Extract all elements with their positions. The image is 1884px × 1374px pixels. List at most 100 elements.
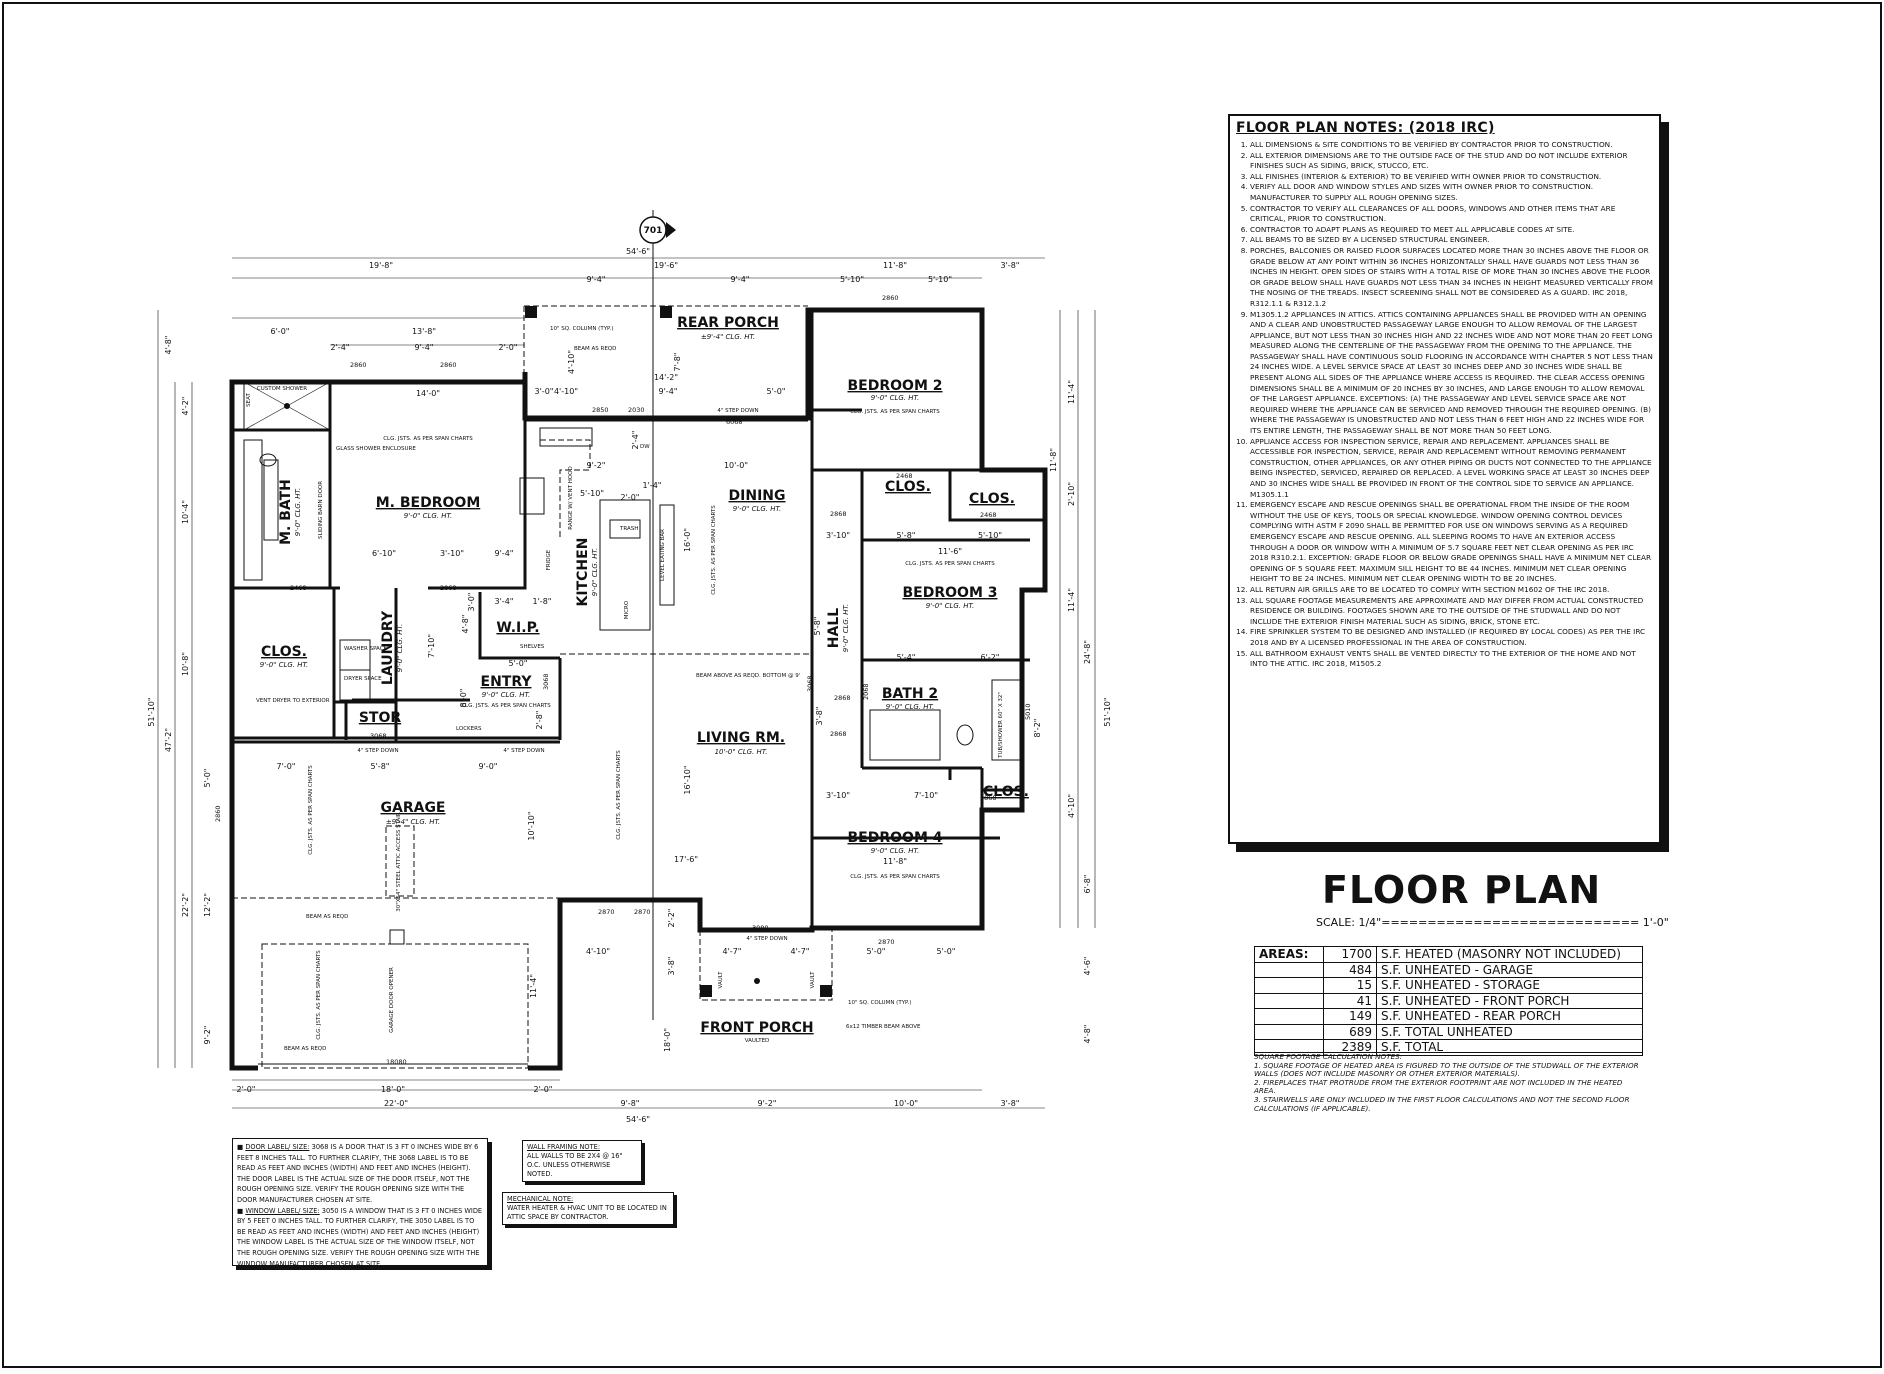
dim-inner-45: 2'-2" bbox=[667, 909, 676, 928]
dim-left-c3: 9'-2" bbox=[203, 1026, 212, 1045]
dimension-lines bbox=[157, 257, 1096, 1109]
room-living: LIVING RM. bbox=[697, 730, 785, 746]
dim-inner-3: 4'-10" bbox=[554, 387, 578, 396]
dim-inner-19: 5'-10" bbox=[978, 531, 1002, 540]
area-label: S.F. UNHEATED - REAR PORCH bbox=[1376, 1008, 1643, 1025]
label-vent-dryer: VENT DRYER TO EXTERIOR bbox=[256, 698, 330, 704]
dim-right-a2: 11'-4" bbox=[1067, 380, 1076, 404]
label-dw: DW bbox=[640, 444, 650, 450]
notes-list: ALL DIMENSIONS & SITE CONDITIONS TO BE V… bbox=[1236, 140, 1653, 670]
label-joists-bed4: CLG. JSTS. AS PER SPAN CHARTS bbox=[850, 874, 940, 880]
label-beam-garage2: BEAM AS REQD bbox=[284, 1046, 326, 1052]
square-footage-notes-title: SQUARE FOOTAGE CALCULATION NOTES: bbox=[1254, 1052, 1403, 1061]
dim-inner-26: 3'-4" bbox=[495, 597, 514, 606]
tag-2850: 2850 bbox=[592, 406, 609, 414]
room-clos-a: CLOS. bbox=[885, 479, 931, 495]
dim-left-b4: 22'-2" bbox=[181, 893, 190, 917]
areas-row: 149 S.F. UNHEATED - REAR PORCH bbox=[1254, 1008, 1643, 1025]
area-value: 1700 bbox=[1323, 946, 1377, 963]
square-footage-note: 2. FIREPLACES THAT PROTRUDE FROM THE EXT… bbox=[1254, 1077, 1623, 1096]
dim-bottom-a2: 9'-8" bbox=[621, 1099, 640, 1108]
area-value: 41 bbox=[1323, 992, 1377, 1009]
label-dryer: DRYER SPACE bbox=[344, 676, 382, 682]
dim-bottom-b3: 2'-0" bbox=[534, 1085, 553, 1094]
dim-inner-20: 11'-6" bbox=[938, 547, 962, 556]
label-vault-l: VAULT bbox=[718, 971, 724, 989]
tag-3068c: 3068 bbox=[806, 675, 814, 692]
note-item: M1305.1.2 APPLIANCES IN ATTICS. ATTICS C… bbox=[1250, 310, 1653, 437]
dim-inner-12: 2'-4" bbox=[631, 431, 640, 450]
label-timber-beam: 6x12 TIMBER BEAM ABOVE bbox=[846, 1024, 921, 1030]
dim-left-c5: 3'-0" bbox=[467, 593, 476, 612]
plan-scale: SCALE: 1/4"============================ … bbox=[1316, 916, 1669, 929]
label-trash: TRASH bbox=[619, 526, 638, 532]
dim-inner-35: 10'-10" bbox=[527, 811, 536, 840]
area-value: 149 bbox=[1323, 1008, 1377, 1025]
dim-top-b1: 9'-4" bbox=[587, 275, 606, 284]
area-value: 15 bbox=[1323, 977, 1377, 994]
area-label: S.F. UNHEATED - FRONT PORCH bbox=[1376, 992, 1643, 1009]
dim-inner-30: 7'-0" bbox=[277, 762, 296, 771]
room-bedroom3-ht: 9'-0" CLG. HT. bbox=[926, 602, 974, 610]
label-door-opener: GARAGE DOOR OPENER bbox=[389, 967, 395, 1033]
dim-inner-33: 16'-10" bbox=[683, 765, 692, 794]
dim-right-a4: 11'-4" bbox=[1067, 588, 1076, 612]
label-range: RANGE W/ VENT HOOD bbox=[568, 466, 574, 530]
dim-inner-52: 11'-8" bbox=[1049, 448, 1058, 472]
dimension-text: 54'-6" 19'-8" 19'-6" 11'-8" 3'-8" 9'-4" … bbox=[147, 247, 1112, 1124]
tag-2868c: 2868 bbox=[830, 730, 847, 738]
label-washer: WASHER SPACE bbox=[344, 646, 388, 652]
room-bedroom3: BEDROOM 3 bbox=[903, 585, 998, 601]
dim-left-c1: 5'-0" bbox=[203, 769, 212, 788]
room-m-bath: M. BATH bbox=[278, 479, 294, 545]
dim-inner-7: 9'-2" bbox=[587, 461, 606, 470]
dim-inner-37: 7'-10" bbox=[914, 791, 938, 800]
room-living-ht: 10'-0" CLG. HT. bbox=[715, 748, 768, 756]
door-label-text: 3068 IS A DOOR THAT IS 3 FT 0 INCHES WID… bbox=[237, 1143, 479, 1204]
dim-right-overall: 51'-10" bbox=[1103, 697, 1112, 726]
tag-3080: 3080 bbox=[752, 924, 769, 932]
section-marker: 701 bbox=[639, 216, 676, 244]
room-entry-ht: 9'-0" CLG. HT. bbox=[482, 691, 530, 699]
room-labels: REAR PORCH ±9'-4" CLG. HT. BEDROOM 2 9'-… bbox=[260, 315, 1029, 1044]
dim-inner-42: 5'-0" bbox=[867, 947, 886, 956]
dim-right-a6: 4'-6" bbox=[1083, 957, 1092, 976]
label-tub: TUB/SHOWER 60" X 32" bbox=[998, 692, 1004, 759]
room-m-bath-ht: 9'-0" CLG. HT. bbox=[294, 488, 302, 536]
fixtures bbox=[243, 381, 1023, 1069]
dim-inner-4: 9'-4" bbox=[659, 387, 678, 396]
label-barn-door: SLIDING BARN DOOR bbox=[318, 481, 324, 539]
tag-2068: 2068 bbox=[862, 683, 870, 700]
tag-2030: 2030 bbox=[628, 406, 645, 414]
front-porch-structure bbox=[699, 930, 833, 1001]
dim-inner-2: 3'-0" bbox=[535, 387, 554, 396]
tag-2868a: 2868 bbox=[830, 510, 847, 518]
dim-top-a2: 19'-6" bbox=[654, 261, 678, 270]
dim-inner-13: 7'-8" bbox=[673, 353, 682, 372]
dim-inner-18: 5'-8" bbox=[897, 531, 916, 540]
room-clos-mb: CLOS. bbox=[261, 644, 307, 660]
label-glass-shower: GLASS SHOWER ENCLOSURE bbox=[336, 446, 416, 452]
room-clos-b: CLOS. bbox=[969, 491, 1015, 507]
dim-right-a3: 2'-10" bbox=[1067, 482, 1076, 506]
areas-row: AREAS: 1700 S.F. HEATED (MASONRY NOT INC… bbox=[1254, 946, 1643, 963]
room-bedroom2: BEDROOM 2 bbox=[848, 378, 943, 394]
room-clos-c: CLOS. bbox=[983, 784, 1029, 800]
dim-inner-11: 1'-4" bbox=[643, 481, 662, 490]
areas-row: 689 S.F. TOTAL UNHEATED bbox=[1254, 1023, 1643, 1040]
label-fridge: FRIDGE bbox=[546, 549, 552, 570]
dim-right-a5: 6'-8" bbox=[1083, 875, 1092, 894]
tag-2860a: 2860 bbox=[350, 361, 367, 369]
room-m-bedroom: M. BEDROOM bbox=[376, 495, 481, 511]
areas-table: AREAS: 1700 S.F. HEATED (MASONRY NOT INC… bbox=[1254, 946, 1643, 1056]
note-item: CONTRACTOR TO ADAPT PLANS AS REQUIRED TO… bbox=[1250, 225, 1653, 236]
dim-top-c2: 13'-8" bbox=[412, 327, 436, 336]
room-dining-ht: 9'-0" CLG. HT. bbox=[733, 505, 781, 513]
door-window-tags: 2860 2860 2860 2860 2850 6068 2030 2468 … bbox=[214, 294, 1032, 1066]
room-bedroom4-ht: 9'-0" CLG. HT. bbox=[871, 847, 919, 855]
dim-bottom-a5: 3'-8" bbox=[1001, 1099, 1020, 1108]
beams bbox=[232, 210, 812, 1020]
room-clos-mb-ht: 9'-0" CLG. HT. bbox=[260, 661, 308, 669]
